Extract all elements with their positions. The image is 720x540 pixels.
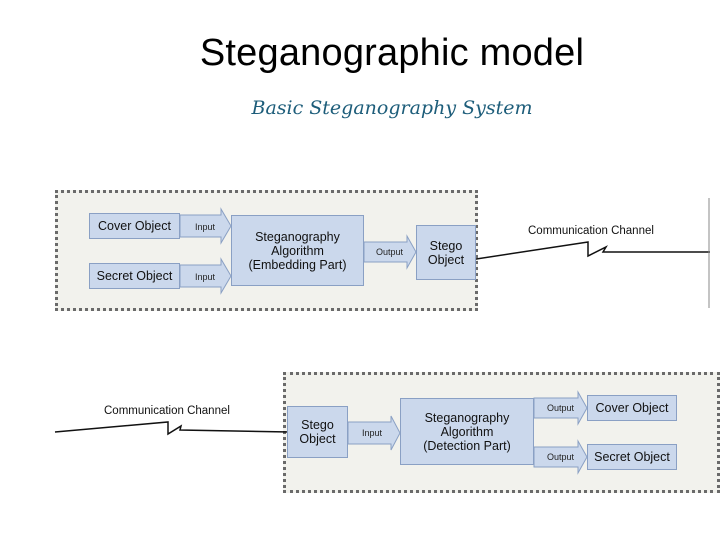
communication-channel-label-bottom: Communication Channel [104,405,230,417]
slide-subtitle: Basic Steganography System [251,97,533,119]
output-label-cover: Output [547,403,575,413]
embedding-algorithm-box: Steganography Algorithm (Embedding Part) [231,215,364,286]
communication-channel-label-top: Communication Channel [528,225,654,237]
cover-object-label: Cover Object [595,401,669,415]
input-arrow-secret [179,257,232,295]
slide-title: Steganographic model [199,32,585,74]
stego-object-line1: Stego [429,238,463,253]
detection-algorithm-line2: Algorithm [440,424,494,439]
secret-object-box-detection: Secret Object [587,444,677,470]
embedding-algorithm-line2: Algorithm [271,243,324,258]
output-label-secret: Output [547,452,575,462]
input-label-cover: Input [195,222,216,232]
input-label-secret: Input [195,272,216,282]
detection-algorithm-box: Steganography Algorithm (Detection Part) [400,398,534,465]
channel-line-embedding [449,241,710,264]
input-arrow-cover [179,207,232,245]
output-label-embedding: Output [376,247,404,257]
cover-object-box-detection: Cover Object [587,395,677,421]
input-label-detection: Input [362,428,383,438]
secret-object-box: Secret Object [89,263,180,289]
stego-object-box-detection: Stego Object [287,406,348,458]
stego-object-box-embedding: Stego Object [416,225,476,280]
detection-algorithm-line1: Steganography [424,410,510,425]
output-arrow-cover [533,390,588,426]
embedding-algorithm-line1: Steganography [255,229,340,244]
channel-line-detection [54,421,291,436]
secret-object-label: Secret Object [594,450,670,464]
stego-object-line2: Object [427,252,465,267]
output-arrow-embedding [363,234,417,270]
input-arrow-detection [347,415,401,451]
cover-object-label: Cover Object [98,219,171,233]
stego-object-line1: Stego [301,418,334,432]
detection-panel [283,372,720,493]
cover-object-box: Cover Object [89,213,180,239]
secret-object-label: Secret Object [96,269,173,283]
detection-algorithm-line3: (Detection Part) [423,438,511,453]
embedding-algorithm-line3: (Embedding Part) [248,257,347,272]
output-arrow-secret [533,439,588,475]
stego-object-line2: Object [299,432,336,446]
